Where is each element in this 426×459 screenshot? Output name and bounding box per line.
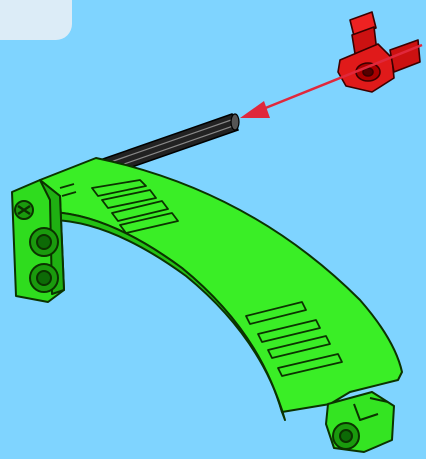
- curved-panel: [12, 158, 402, 452]
- insertion-arrow: [240, 45, 422, 118]
